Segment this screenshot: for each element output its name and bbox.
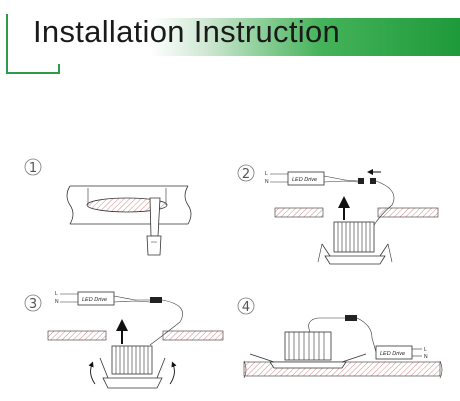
step-1: 1 xyxy=(24,158,192,256)
step-3-spring-arrow-left xyxy=(88,361,96,385)
step-2-label-n: N xyxy=(265,179,269,185)
step-3-number-badge: 3 xyxy=(24,294,42,312)
step-2-number-badge: 2 xyxy=(237,164,255,182)
step-4-number: 4 xyxy=(242,300,250,315)
header-bracket-tick xyxy=(58,64,60,74)
step-4-connector-right xyxy=(351,315,357,321)
step-4: 4 LED Drive L N xyxy=(237,297,443,379)
step-2-label-l: L xyxy=(265,171,268,177)
step-3-number: 3 xyxy=(29,297,37,312)
header-bracket xyxy=(6,14,8,74)
step-3: 3 L N LED Drive xyxy=(24,291,224,389)
step-4-label-n: N xyxy=(424,354,428,360)
step-2-connector-right xyxy=(370,178,376,184)
saw-icon xyxy=(146,197,162,256)
step-3-label-n: N xyxy=(55,299,59,305)
step-4-connector-left xyxy=(345,315,351,321)
step-2-driver-label: LED Drive xyxy=(292,177,317,183)
step-2-led-driver xyxy=(287,171,325,186)
header-bracket-bottom xyxy=(6,72,60,74)
step-3-label-l: L xyxy=(55,291,58,297)
step-1-number-badge: 1 xyxy=(24,158,42,176)
step-4-downlight xyxy=(249,331,367,369)
step-4-number-badge: 4 xyxy=(237,297,255,315)
page-title: Installation Instruction xyxy=(33,14,341,49)
step-1-number: 1 xyxy=(29,161,37,176)
header: Installation Instruction xyxy=(0,0,460,80)
step-3-connector-left xyxy=(150,297,156,303)
step-4-led-driver xyxy=(375,345,413,360)
step-3-spring-arrow-right xyxy=(169,361,177,385)
step-3-led-driver xyxy=(77,291,115,306)
step-3-connector-right xyxy=(156,297,162,303)
step-2: 2 L N LED Drive xyxy=(237,164,439,265)
step-2-downlight xyxy=(317,221,393,265)
cutout-hole xyxy=(86,197,168,213)
header-accent-bar xyxy=(150,18,460,56)
step-4-driver-label: LED Drive xyxy=(380,351,405,357)
step-2-connector-left xyxy=(358,178,364,184)
step-3-downlight xyxy=(99,345,166,389)
step-4-label-l: L xyxy=(424,347,427,353)
step-2-number: 2 xyxy=(242,167,250,182)
step-3-driver-label: LED Drive xyxy=(82,297,107,303)
